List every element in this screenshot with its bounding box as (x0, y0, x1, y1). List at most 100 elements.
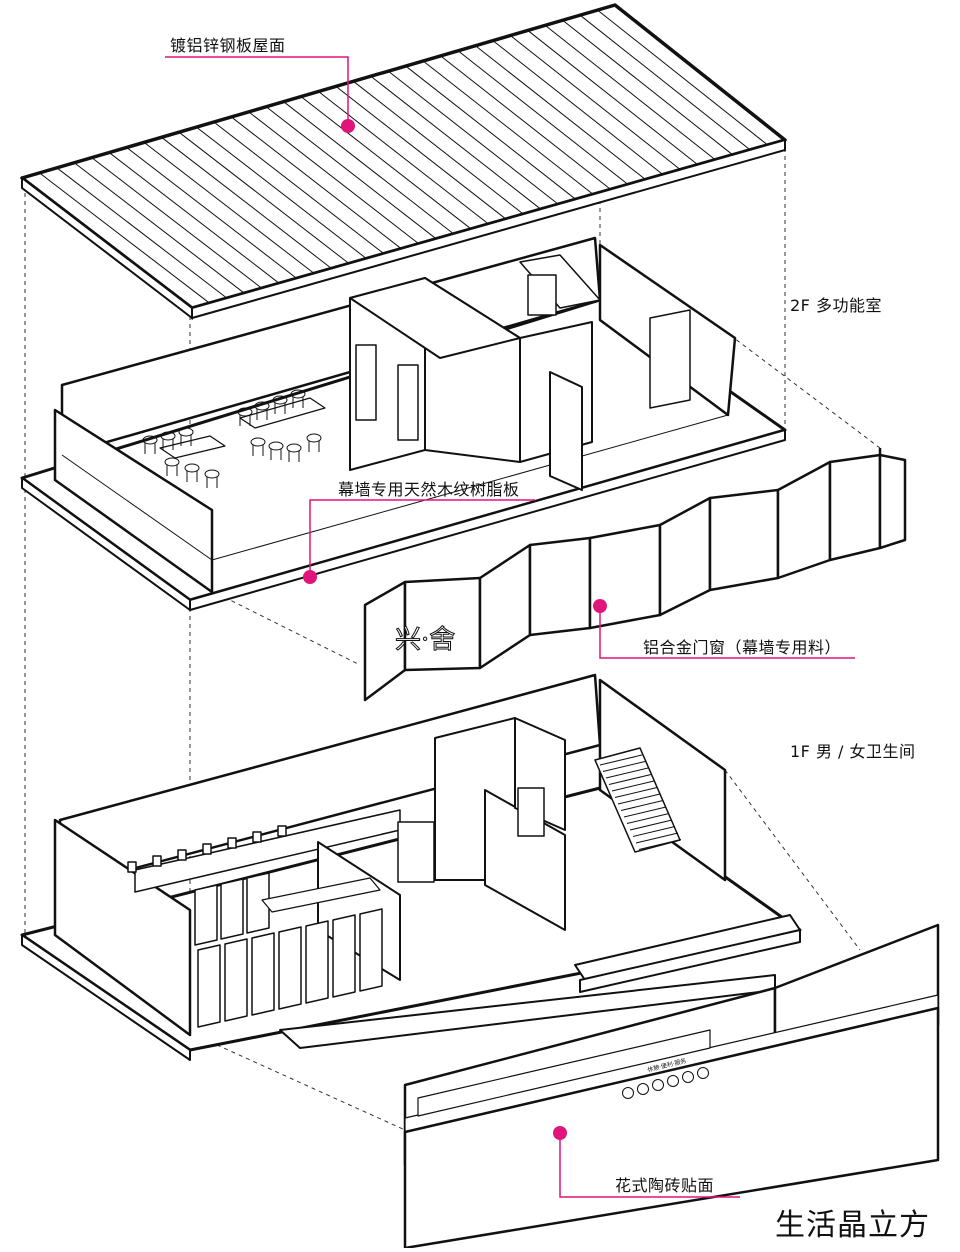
roof-rib (370, 75, 542, 210)
chair (204, 469, 220, 479)
roof-rib (318, 91, 489, 225)
stall-door (194, 884, 218, 946)
roof-rib (91, 157, 263, 289)
roof-rib (213, 121, 385, 255)
roof-rib (161, 136, 332, 269)
roof-rib (108, 152, 280, 284)
chair (250, 437, 266, 447)
roof-rib (492, 40, 664, 175)
urinal-partition (277, 825, 287, 837)
stall-door (197, 944, 221, 1028)
stair-step (635, 832, 679, 844)
roof-rib (248, 111, 420, 245)
stall-door (332, 914, 356, 998)
roof-rib (544, 24, 716, 161)
stall-door (251, 932, 275, 1016)
roof-rib (597, 9, 768, 146)
roof-rib (405, 65, 577, 200)
roof-panel (20, 3, 787, 321)
facade-icon (622, 1087, 634, 1099)
stair-step (614, 787, 658, 798)
stair-step (623, 806, 667, 818)
chair (178, 427, 194, 437)
stair-step (602, 761, 646, 772)
facade-icon (637, 1083, 649, 1095)
chair (254, 401, 270, 411)
facade-icon (667, 1075, 679, 1087)
roof-rib (562, 19, 733, 156)
urinal-partition (252, 831, 262, 843)
curtain-wall (363, 448, 907, 702)
facade-icon (697, 1067, 709, 1079)
label-alu-window: 铝合金门窗（幕墙专用料） (643, 638, 842, 657)
facade-icon (682, 1071, 694, 1083)
chair (286, 443, 302, 453)
roof-rib (353, 80, 524, 215)
stair-step (632, 826, 676, 837)
chair (184, 463, 200, 473)
stall-door (359, 908, 383, 992)
chair (237, 407, 253, 417)
label-roof: 镀铝锌钢板屋面 (170, 36, 286, 55)
roof-rib (178, 131, 350, 264)
label-floor-2: 2F 多功能室 (790, 296, 882, 315)
roof-rib (300, 96, 472, 230)
stair-step (611, 780, 655, 792)
roof-rib (74, 162, 245, 294)
front-facade (279, 923, 940, 1250)
stall-door (220, 878, 244, 940)
stall-door (224, 938, 248, 1022)
roof-rib (475, 45, 646, 180)
roof-rib (126, 147, 297, 279)
urinal-partition (127, 861, 137, 873)
chair (142, 435, 158, 445)
floor-1-block (20, 673, 802, 1061)
stall-door (278, 926, 302, 1010)
roof-rib (283, 101, 454, 235)
leader-lines (165, 56, 855, 1198)
stall-door (305, 920, 329, 1004)
stair-step (638, 839, 682, 850)
roof-rib (56, 167, 228, 299)
urinal-partition (177, 849, 187, 861)
roof-rib (196, 126, 367, 259)
facade-icon (652, 1079, 664, 1091)
roof-rib (230, 116, 402, 250)
stair-step (608, 774, 652, 785)
roof-rib (39, 172, 210, 304)
chair (160, 431, 176, 441)
roof-rib (387, 70, 559, 205)
roof-rib (440, 55, 611, 190)
leader-dots (303, 119, 607, 1140)
chair (268, 441, 284, 451)
stair-step (620, 800, 664, 811)
urinal-partition (227, 837, 237, 849)
chair (306, 433, 322, 443)
label-wood-panel: 幕墙专用天然木纹树脂板 (338, 480, 520, 499)
chair (272, 395, 288, 405)
stair-step (626, 813, 670, 824)
roof-rib (510, 35, 681, 171)
urinal-partition (202, 843, 212, 855)
roof-rib (422, 60, 594, 195)
label-floor-1: 1F 男 / 女卫生间 (790, 742, 916, 761)
chair (164, 457, 180, 467)
stair-step (605, 767, 649, 779)
stall-door (246, 872, 270, 934)
urinal-partition (152, 855, 162, 867)
roof-rib (527, 30, 699, 166)
facade-sign: 兴·舍 (395, 625, 455, 655)
roof-rib (457, 50, 629, 185)
stair-step (617, 793, 661, 805)
roof-rib (579, 14, 751, 151)
stair-step (599, 754, 643, 766)
floor-2-block (20, 236, 787, 611)
roof-rib (143, 141, 315, 274)
roof-rib (265, 106, 437, 240)
chair (290, 389, 306, 399)
label-tile: 花式陶砖贴面 (615, 1176, 715, 1195)
brand-title: 生活晶立方 (775, 1208, 930, 1243)
stair-step (629, 819, 673, 831)
